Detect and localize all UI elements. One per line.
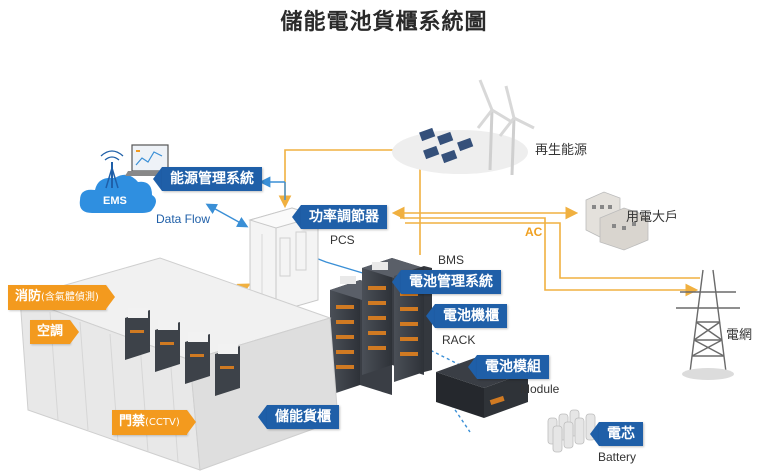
grid-label: 電網 xyxy=(726,328,753,343)
rack-caption: RACK xyxy=(442,333,476,347)
rack-label: 電池機櫃 xyxy=(426,304,507,328)
consumer-label: 用電大戶 xyxy=(626,210,679,225)
module-caption: Module xyxy=(520,382,560,396)
access-control-label-text: 門禁(CCTV) xyxy=(112,410,187,435)
renewable-label: 再生能源 xyxy=(535,143,588,158)
fire-protection-label-text: 消防(含氣體偵測) xyxy=(8,285,106,310)
fire-protection-main: 消防 xyxy=(15,289,42,304)
pcs-label: 功率調節器 xyxy=(292,205,387,229)
tag-pointer-icon xyxy=(153,167,162,191)
ems-label-text: 能源管理系統 xyxy=(162,167,262,191)
renewable-energy-icon xyxy=(392,79,535,176)
ac-caption: AC xyxy=(525,225,543,239)
bms-label-text: 電池管理系統 xyxy=(401,270,501,294)
tag-pointer-icon xyxy=(426,304,435,328)
tag-pointer-icon xyxy=(590,422,599,446)
data-flow-caption: Data Flow xyxy=(156,212,211,226)
cell-label-text: 電芯 xyxy=(599,422,643,446)
container-label-text: 儲能貨櫃 xyxy=(267,405,339,429)
tag-pointer-icon xyxy=(105,285,115,309)
ems-cloud-icon xyxy=(79,150,156,213)
module-label: 電池模組 xyxy=(468,355,549,379)
tag-pointer-icon xyxy=(186,410,196,434)
fire-protection-label: 消防(含氣體偵測) xyxy=(8,285,115,310)
page-title: 儲能電池貨櫃系統圖 xyxy=(280,10,488,35)
bms-label: 電池管理系統 xyxy=(392,270,501,294)
power-tower-icon xyxy=(676,269,740,380)
access-control-label: 門禁(CCTV) xyxy=(112,410,196,435)
module-label-text: 電池模組 xyxy=(477,355,549,379)
cell-caption: Battery xyxy=(598,450,637,464)
cell-label: 電芯 xyxy=(590,422,643,446)
ems-label: 能源管理系統 xyxy=(153,167,262,191)
consumer-building-icon xyxy=(585,191,649,251)
tag-pointer-icon xyxy=(292,205,301,229)
pcs-caption: PCS xyxy=(330,233,355,247)
tag-pointer-icon xyxy=(258,405,267,429)
tag-pointer-icon xyxy=(70,320,80,344)
container-label: 儲能貨櫃 xyxy=(258,405,339,429)
battery-cell-icon xyxy=(547,409,596,453)
tag-pointer-icon xyxy=(392,270,401,294)
battery-rack-icon xyxy=(330,258,432,395)
bms-caption: BMS xyxy=(438,253,465,267)
tag-pointer-icon xyxy=(468,355,477,379)
ems-icon-text: EMS xyxy=(103,195,127,207)
fire-protection-sub: (含氣體偵測) xyxy=(41,292,99,303)
access-control-main: 門禁 xyxy=(119,414,146,429)
hvac-label-text: 空調 xyxy=(30,320,71,344)
rack-label-text: 電池機櫃 xyxy=(435,304,507,328)
access-control-sub: (CCTV) xyxy=(145,417,180,428)
pcs-label-text: 功率調節器 xyxy=(301,205,387,229)
storage-container-icon xyxy=(18,257,339,471)
hvac-label: 空調 xyxy=(30,320,80,344)
